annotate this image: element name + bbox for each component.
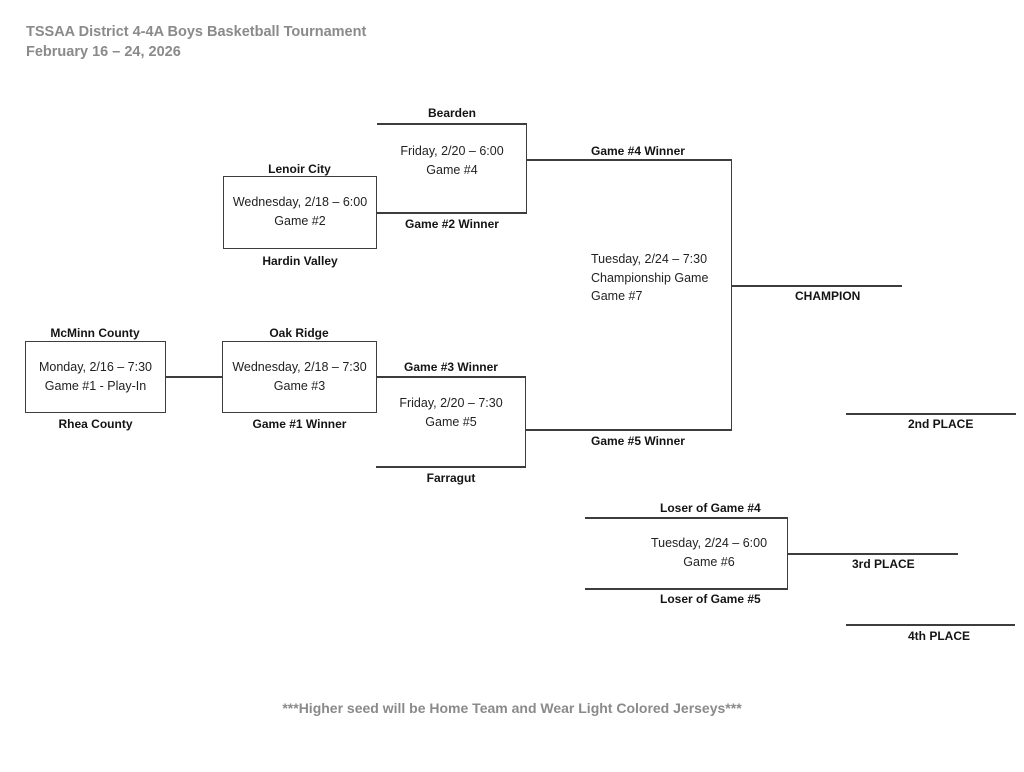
third-place-line [788, 553, 958, 555]
game2-box [223, 176, 377, 249]
game1-details: Monday, 2/16 – 7:30 Game #1 - Play-In [25, 358, 166, 396]
game4-vertical-line [525, 123, 527, 213]
page-subtitle-dates: February 16 – 24, 2026 [26, 44, 181, 60]
game1-winner-connector-line [165, 376, 222, 378]
game4-top-team-label: Bearden [427, 106, 477, 120]
champion-label: CHAMPION [795, 289, 861, 303]
footer-note: ***Higher seed will be Home Team and Wea… [282, 700, 742, 716]
game2-bottom-team-label: Hardin Valley [262, 254, 338, 268]
game7-number: Game #7 [591, 289, 643, 303]
game4-bottom-team-label: Game #2 Winner [405, 217, 499, 231]
game5-top-team-label: Game #3 Winner [404, 360, 498, 374]
game4-winner-label: Game #4 Winner [591, 144, 685, 158]
game5-bottom-line [376, 466, 526, 468]
game5-winner-line [526, 429, 732, 431]
game6-vertical-line [786, 517, 788, 589]
game4-datetime: Friday, 2/20 – 6:00 [400, 144, 504, 158]
page-title: TSSAA District 4-4A Boys Basketball Tour… [26, 24, 367, 40]
game7-details: Tuesday, 2/24 – 7:30 Championship Game G… [591, 250, 708, 306]
second-place-line [846, 413, 1016, 415]
game5-bottom-team-label: Farragut [426, 471, 476, 485]
game2-number: Game #2 [274, 214, 326, 228]
game6-bottom-team-label: Loser of Game #5 [660, 592, 761, 606]
championship-vertical-line [730, 159, 732, 431]
game6-top-line [585, 517, 788, 519]
game4-top-line [377, 123, 527, 125]
game6-number: Game #6 [683, 555, 735, 569]
game2-datetime: Wednesday, 2/18 – 6:00 [232, 195, 368, 209]
game6-top-team-label: Loser of Game #4 [660, 501, 761, 515]
third-place-label: 3rd PLACE [852, 557, 915, 571]
game3-bottom-team-label: Game #1 Winner [252, 417, 347, 431]
game6-datetime: Tuesday, 2/24 – 6:00 [650, 536, 768, 550]
game3-number: Game #3 [273, 379, 326, 393]
game3-top-team-label: Oak Ridge [269, 326, 329, 340]
game1-top-team-label: McMinn County [50, 326, 140, 340]
champion-line [732, 285, 902, 287]
game2-details: Wednesday, 2/18 – 6:00 Game #2 [223, 193, 377, 231]
game1-datetime: Monday, 2/16 – 7:30 [38, 360, 153, 374]
fourth-place-line [846, 624, 1015, 626]
game5-winner-label: Game #5 Winner [591, 434, 685, 448]
game2-top-team-label: Lenoir City [268, 162, 331, 176]
game6-details: Tuesday, 2/24 – 6:00 Game #6 [629, 534, 789, 572]
second-place-label: 2nd PLACE [908, 417, 974, 431]
game7-name: Championship Game [591, 270, 709, 285]
game5-number: Game #5 [425, 415, 477, 429]
game4-number: Game #4 [426, 163, 478, 177]
game4-bottom-line [377, 212, 527, 214]
game7-datetime: Tuesday, 2/24 – 7:30 [591, 252, 708, 266]
game5-datetime: Friday, 2/20 – 7:30 [399, 396, 503, 410]
game4-winner-line [527, 159, 732, 161]
game1-bottom-team-label: Rhea County [58, 417, 133, 431]
game4-details: Friday, 2/20 – 6:00 Game #4 [377, 142, 527, 180]
game5-details: Friday, 2/20 – 7:30 Game #5 [376, 394, 526, 432]
game3-details: Wednesday, 2/18 – 7:30 Game #3 [222, 358, 377, 396]
game3-datetime: Wednesday, 2/18 – 7:30 [232, 360, 367, 374]
game1-number: Game #1 - Play-In [44, 379, 147, 393]
fourth-place-label: 4th PLACE [908, 629, 971, 643]
game5-top-line [376, 376, 526, 378]
game6-bottom-line [585, 588, 788, 590]
game5-vertical-line [524, 376, 526, 467]
